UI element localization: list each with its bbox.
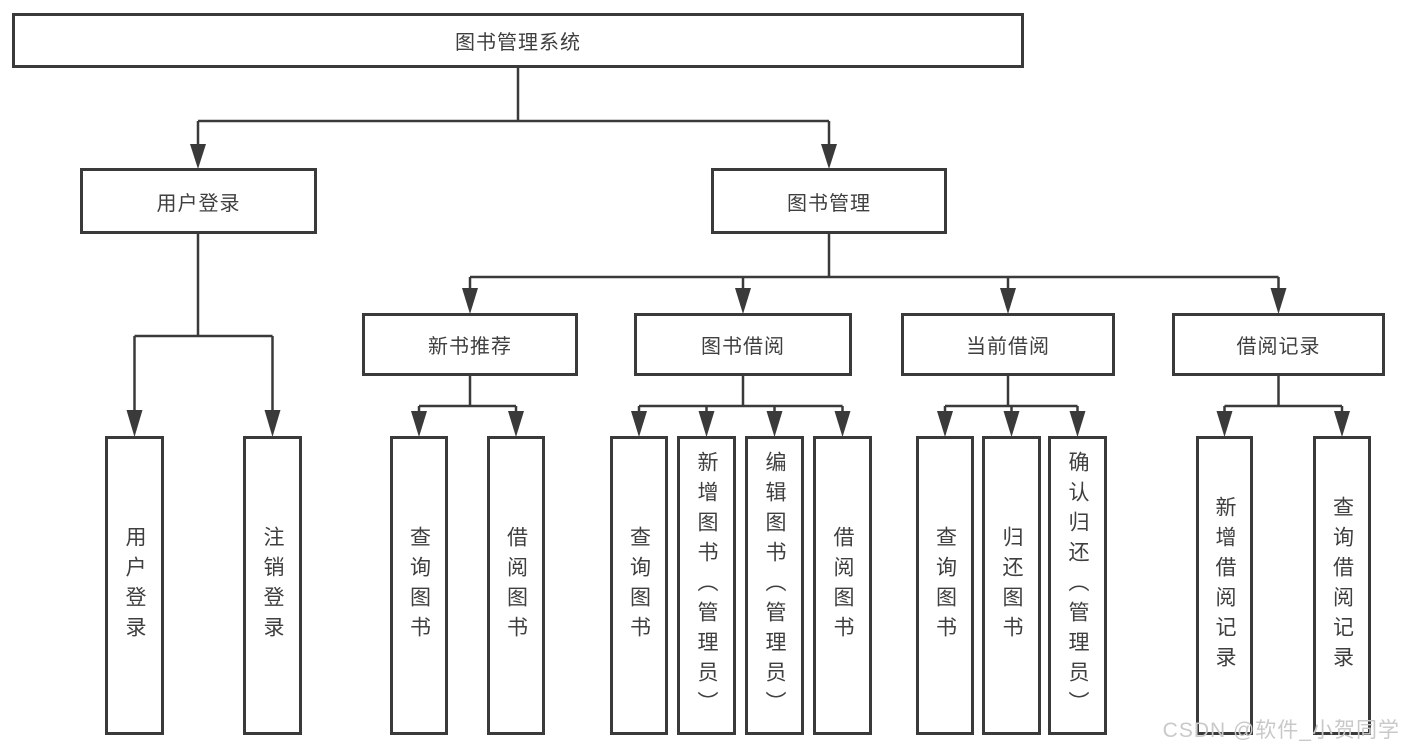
node-book-mgmt: 图书管理 bbox=[711, 168, 947, 234]
leaf-label: 借阅图书 bbox=[831, 525, 854, 646]
node-module-current-borrow: 当前借阅 bbox=[901, 313, 1115, 376]
node-module-new-books: 新书推荐 bbox=[362, 313, 578, 376]
leaf-label: 查询图书 bbox=[627, 525, 651, 646]
leaf-label: 确认归还（管理员） bbox=[1066, 450, 1089, 721]
node-leaf-return-books: 归还图书 bbox=[982, 436, 1041, 735]
node-leaf-query-books-2: 查询图书 bbox=[610, 436, 668, 735]
node-leaf-query-books-3: 查询图书 bbox=[916, 436, 974, 735]
node-leaf-query-borrow-record: 查询借阅记录 bbox=[1313, 436, 1371, 735]
node-leaf-logout: 注销登录 bbox=[243, 436, 302, 735]
node-leaf-confirm-return-admin: 确认归还（管理员） bbox=[1048, 436, 1107, 735]
csdn-watermark: CSDN @软件_小贺同学 bbox=[1162, 719, 1400, 742]
node-root: 图书管理系统 bbox=[12, 13, 1024, 68]
node-module-book-borrow: 图书借阅 bbox=[634, 313, 852, 376]
leaf-label: 新增借阅记录 bbox=[1213, 495, 1236, 676]
node-leaf-user-login: 用户登录 bbox=[105, 436, 164, 735]
leaf-label: 编辑图书（管理员） bbox=[763, 450, 786, 721]
node-user-login: 用户登录 bbox=[80, 168, 317, 234]
leaf-label: 查询借阅记录 bbox=[1330, 495, 1354, 676]
leaf-label: 用户登录 bbox=[123, 525, 146, 646]
node-leaf-borrow-books-1: 借阅图书 bbox=[487, 436, 545, 735]
leaf-label: 查询图书 bbox=[933, 525, 957, 646]
node-leaf-add-books-admin: 新增图书（管理员） bbox=[677, 436, 736, 735]
node-leaf-query-books-1: 查询图书 bbox=[390, 436, 448, 735]
node-module-borrow-records: 借阅记录 bbox=[1172, 313, 1385, 376]
node-leaf-add-borrow-record: 新增借阅记录 bbox=[1196, 436, 1253, 735]
leaf-label: 归还图书 bbox=[1000, 525, 1023, 646]
leaf-label: 借阅图书 bbox=[504, 525, 528, 646]
node-leaf-edit-books-admin: 编辑图书（管理员） bbox=[745, 436, 804, 735]
node-leaf-borrow-books-2: 借阅图书 bbox=[813, 436, 872, 735]
leaf-label: 查询图书 bbox=[407, 525, 431, 646]
leaf-label: 注销登录 bbox=[261, 525, 284, 646]
leaf-label: 新增图书（管理员） bbox=[695, 450, 718, 721]
